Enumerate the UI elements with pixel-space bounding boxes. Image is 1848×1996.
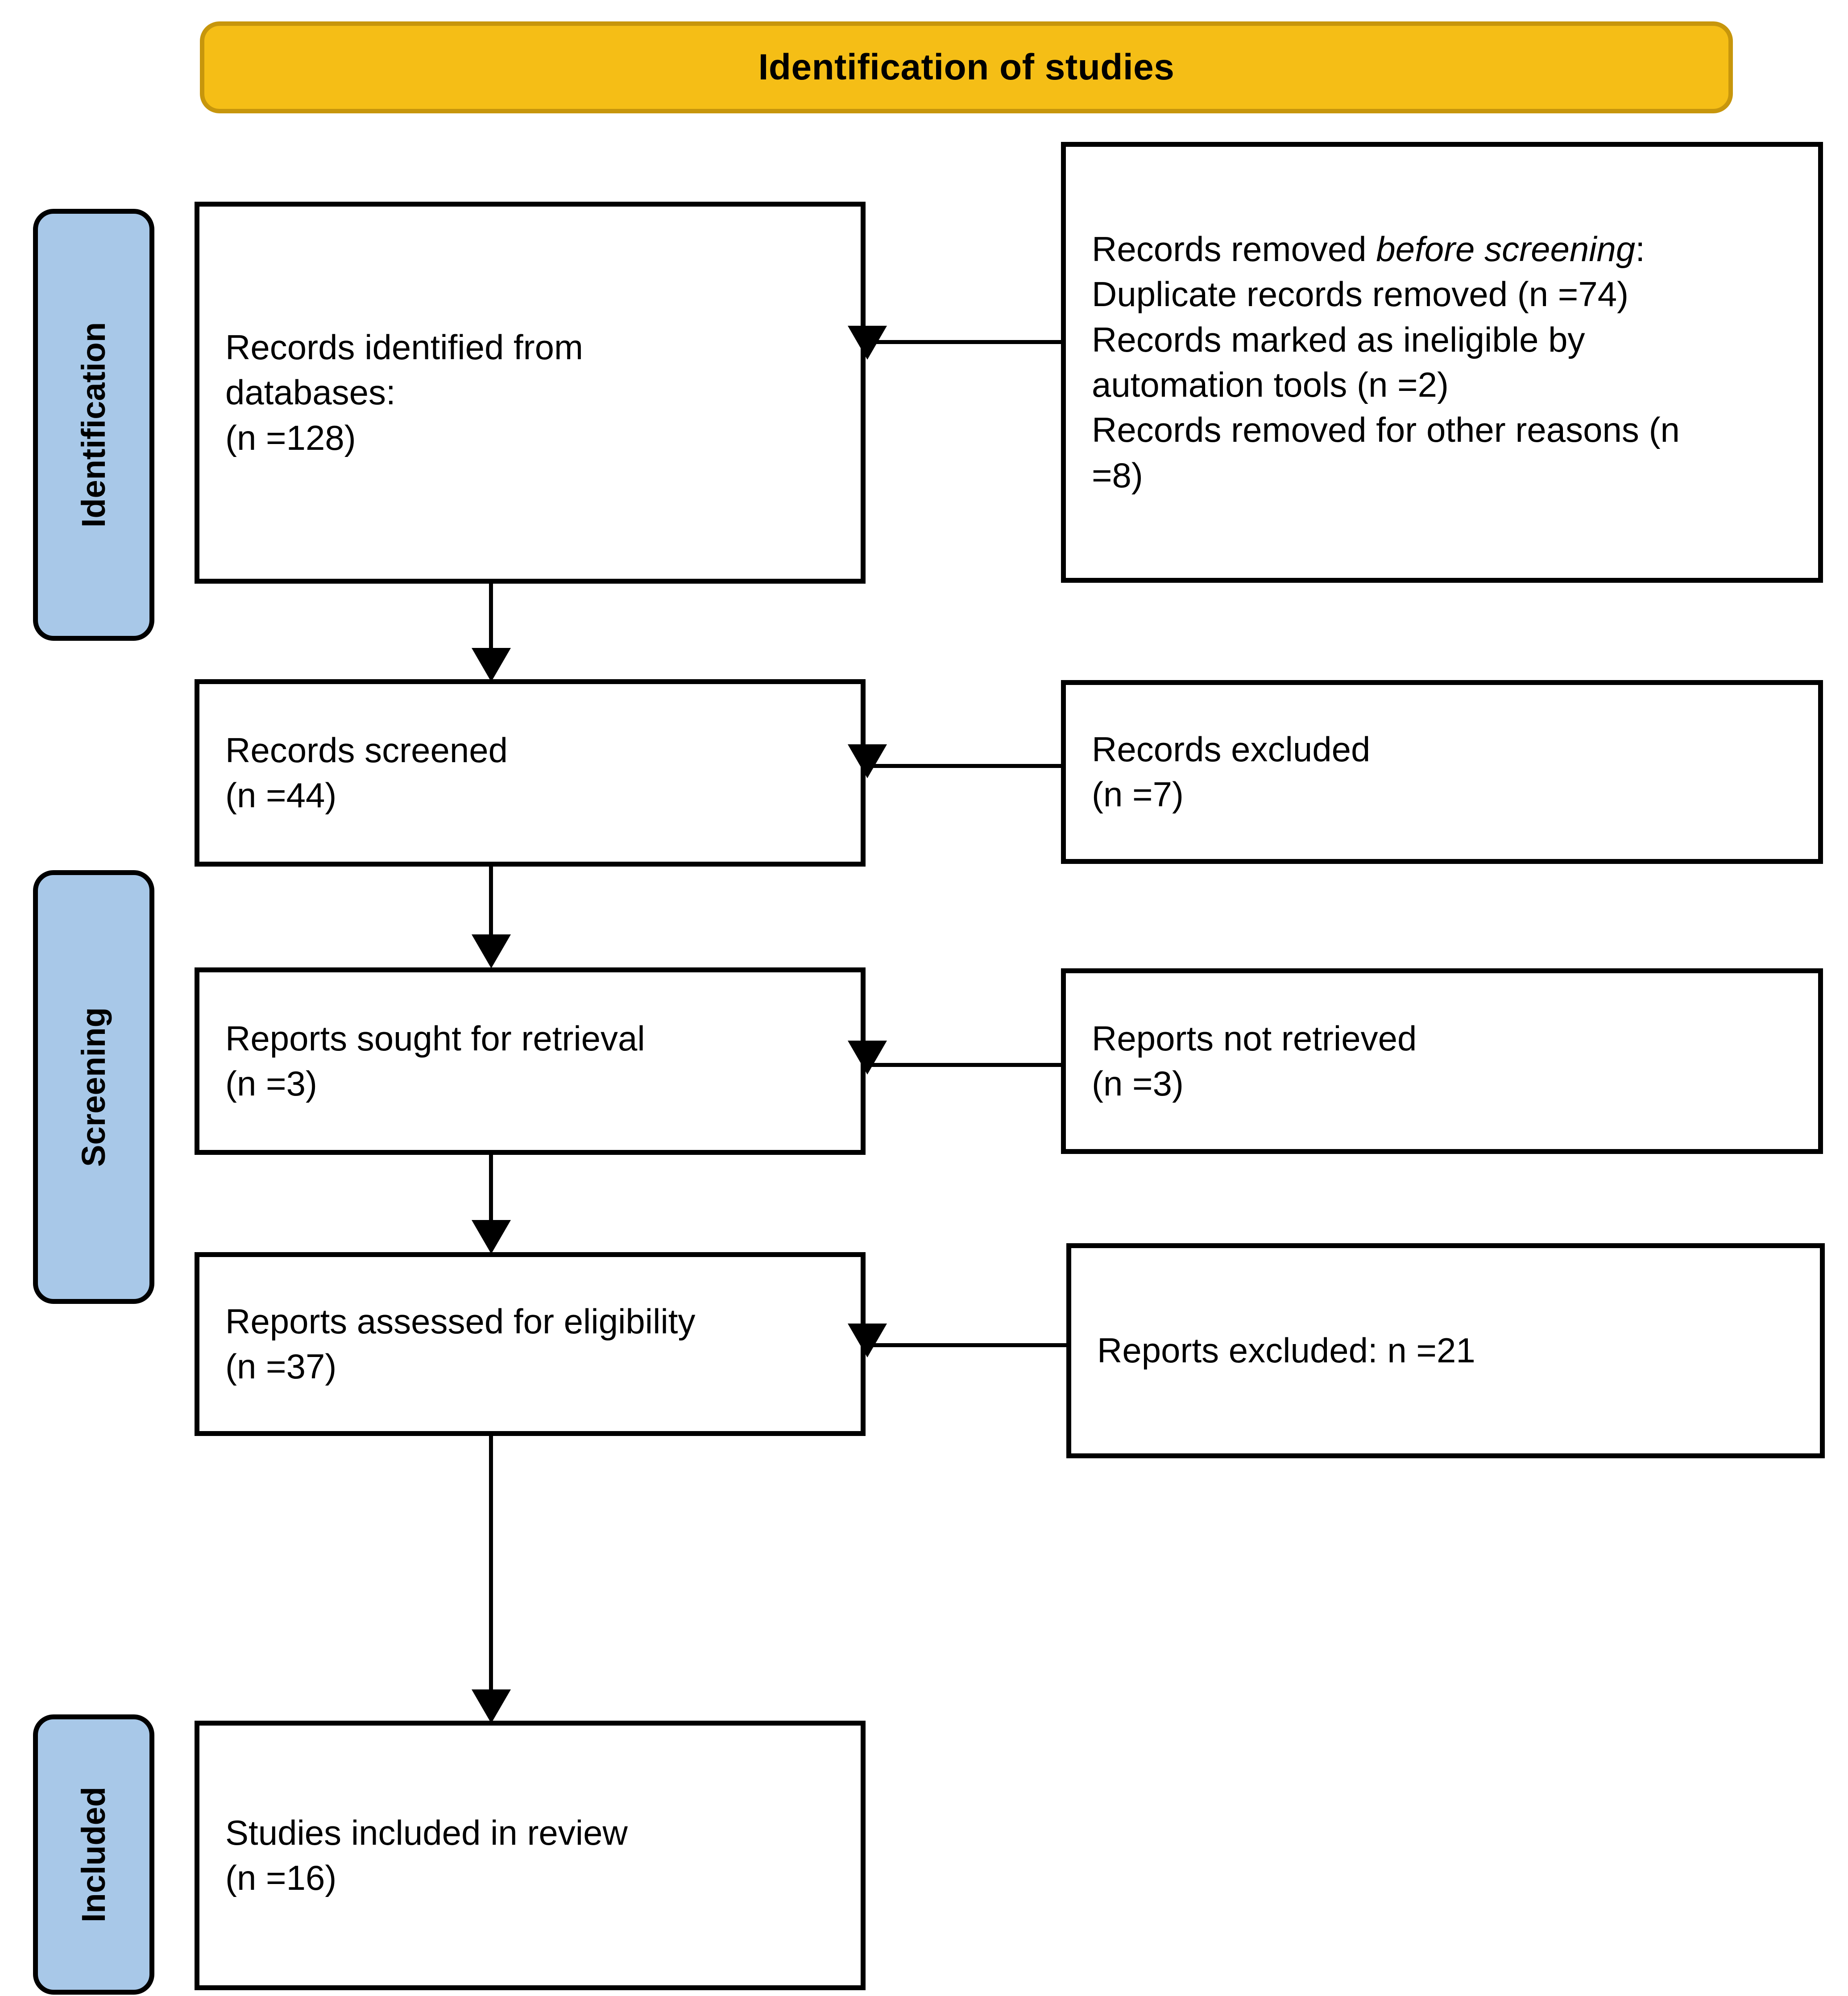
arrow-down-icon-sought-to-not-retrieved xyxy=(848,1041,887,1075)
records-identified-count: (n =128) xyxy=(225,418,356,457)
records-removed-ineligible-line-2: automation tools (n =2) xyxy=(1092,365,1449,404)
box-reports-excluded-text: Reports excluded: n =21 xyxy=(1071,1328,1820,1373)
records-screened-count: (n =44) xyxy=(225,776,337,815)
arrow-down-icon-screened-to-sought xyxy=(472,934,511,968)
records-removed-heading-italic: before screening xyxy=(1376,229,1636,269)
box-reports-not-retrieved: Reports not retrieved (n =3) xyxy=(1061,968,1823,1154)
reports-not-retrieved-count: (n =3) xyxy=(1092,1064,1184,1103)
studies-included-line-1: Studies included in review xyxy=(225,1813,628,1852)
reports-sought-line-1: Reports sought for retrieval xyxy=(225,1018,645,1058)
records-removed-other-line-2: =8) xyxy=(1092,455,1143,495)
box-reports-sought: Reports sought for retrieval (n =3) xyxy=(195,967,866,1155)
records-identified-line-1: Records identified from xyxy=(225,327,584,367)
stage-label-included-text: Included xyxy=(75,1786,112,1923)
box-records-excluded: Records excluded (n =7) xyxy=(1061,680,1823,864)
records-removed-heading-prefix: Records removed xyxy=(1092,229,1376,269)
records-screened-line-1: Records screened xyxy=(225,730,508,770)
records-removed-ineligible-line-1: Records marked as ineligible by xyxy=(1092,320,1585,359)
box-records-screened-text: Records screened (n =44) xyxy=(199,728,861,818)
box-studies-included: Studies included in review (n =16) xyxy=(195,1721,866,1990)
connector-screened-to-excluded xyxy=(866,764,1061,768)
connector-assessed-to-included xyxy=(489,1436,493,1694)
connector-identified-to-removed xyxy=(866,340,1061,344)
reports-excluded-line-1: Reports excluded: n =21 xyxy=(1097,1331,1475,1370)
connector-assessed-to-reports-excluded xyxy=(866,1343,1066,1347)
arrow-down-icon-assessed-to-reports-excluded xyxy=(848,1324,887,1357)
arrow-down-icon-identified-to-screened xyxy=(472,648,511,682)
identification-banner: Identification of studies xyxy=(200,21,1733,113)
records-removed-heading: Records removed before screening: xyxy=(1092,227,1805,272)
connector-identified-to-screened xyxy=(489,584,493,656)
records-excluded-line-1: Records excluded xyxy=(1092,729,1371,769)
reports-sought-count: (n =3) xyxy=(225,1064,317,1103)
stage-label-identification-text: Identification xyxy=(75,322,112,528)
connector-sought-to-not-retrieved xyxy=(866,1063,1061,1067)
stage-label-included: Included xyxy=(33,1714,154,1995)
records-removed-other-line-1: Records removed for other reasons (n xyxy=(1092,410,1680,450)
box-reports-excluded: Reports excluded: n =21 xyxy=(1066,1243,1825,1458)
box-reports-assessed-text: Reports assessed for eligibility (n =37) xyxy=(199,1299,861,1390)
arrow-down-icon-screened-to-excluded xyxy=(848,744,887,778)
box-records-screened: Records screened (n =44) xyxy=(195,679,866,867)
arrow-down-icon-assessed-to-included xyxy=(472,1689,511,1723)
box-reports-not-retrieved-text: Reports not retrieved (n =3) xyxy=(1066,1016,1818,1107)
reports-assessed-line-1: Reports assessed for eligibility xyxy=(225,1301,696,1341)
studies-included-count: (n =16) xyxy=(225,1858,337,1897)
box-reports-sought-text: Reports sought for retrieval (n =3) xyxy=(199,1016,861,1107)
box-records-removed: Records removed before screening: Duplic… xyxy=(1061,142,1823,583)
connector-screened-to-sought xyxy=(489,867,493,938)
connector-sought-to-assessed xyxy=(489,1155,493,1223)
arrow-down-icon-identified-to-removed xyxy=(848,326,887,360)
reports-not-retrieved-line-1: Reports not retrieved xyxy=(1092,1018,1417,1058)
box-records-removed-text: Records removed before screening: Duplic… xyxy=(1066,227,1818,498)
reports-assessed-count: (n =37) xyxy=(225,1347,337,1386)
records-excluded-count: (n =7) xyxy=(1092,775,1184,814)
records-removed-duplicates: Duplicate records removed (n =74) xyxy=(1092,274,1629,314)
box-records-identified-text: Records identified from databases: (n =1… xyxy=(199,325,861,461)
stage-label-identification: Identification xyxy=(33,209,154,641)
records-identified-line-2: databases: xyxy=(225,373,396,412)
box-records-identified: Records identified from databases: (n =1… xyxy=(195,202,866,584)
stage-label-screening-text: Screening xyxy=(75,1007,112,1167)
banner-title: Identification of studies xyxy=(758,47,1175,87)
records-removed-heading-suffix: : xyxy=(1635,229,1645,269)
box-records-excluded-text: Records excluded (n =7) xyxy=(1066,727,1818,817)
box-studies-included-text: Studies included in review (n =16) xyxy=(199,1810,861,1901)
box-reports-assessed: Reports assessed for eligibility (n =37) xyxy=(195,1252,866,1436)
arrow-down-icon-sought-to-assessed xyxy=(472,1220,511,1254)
stage-label-screening: Screening xyxy=(33,870,154,1304)
